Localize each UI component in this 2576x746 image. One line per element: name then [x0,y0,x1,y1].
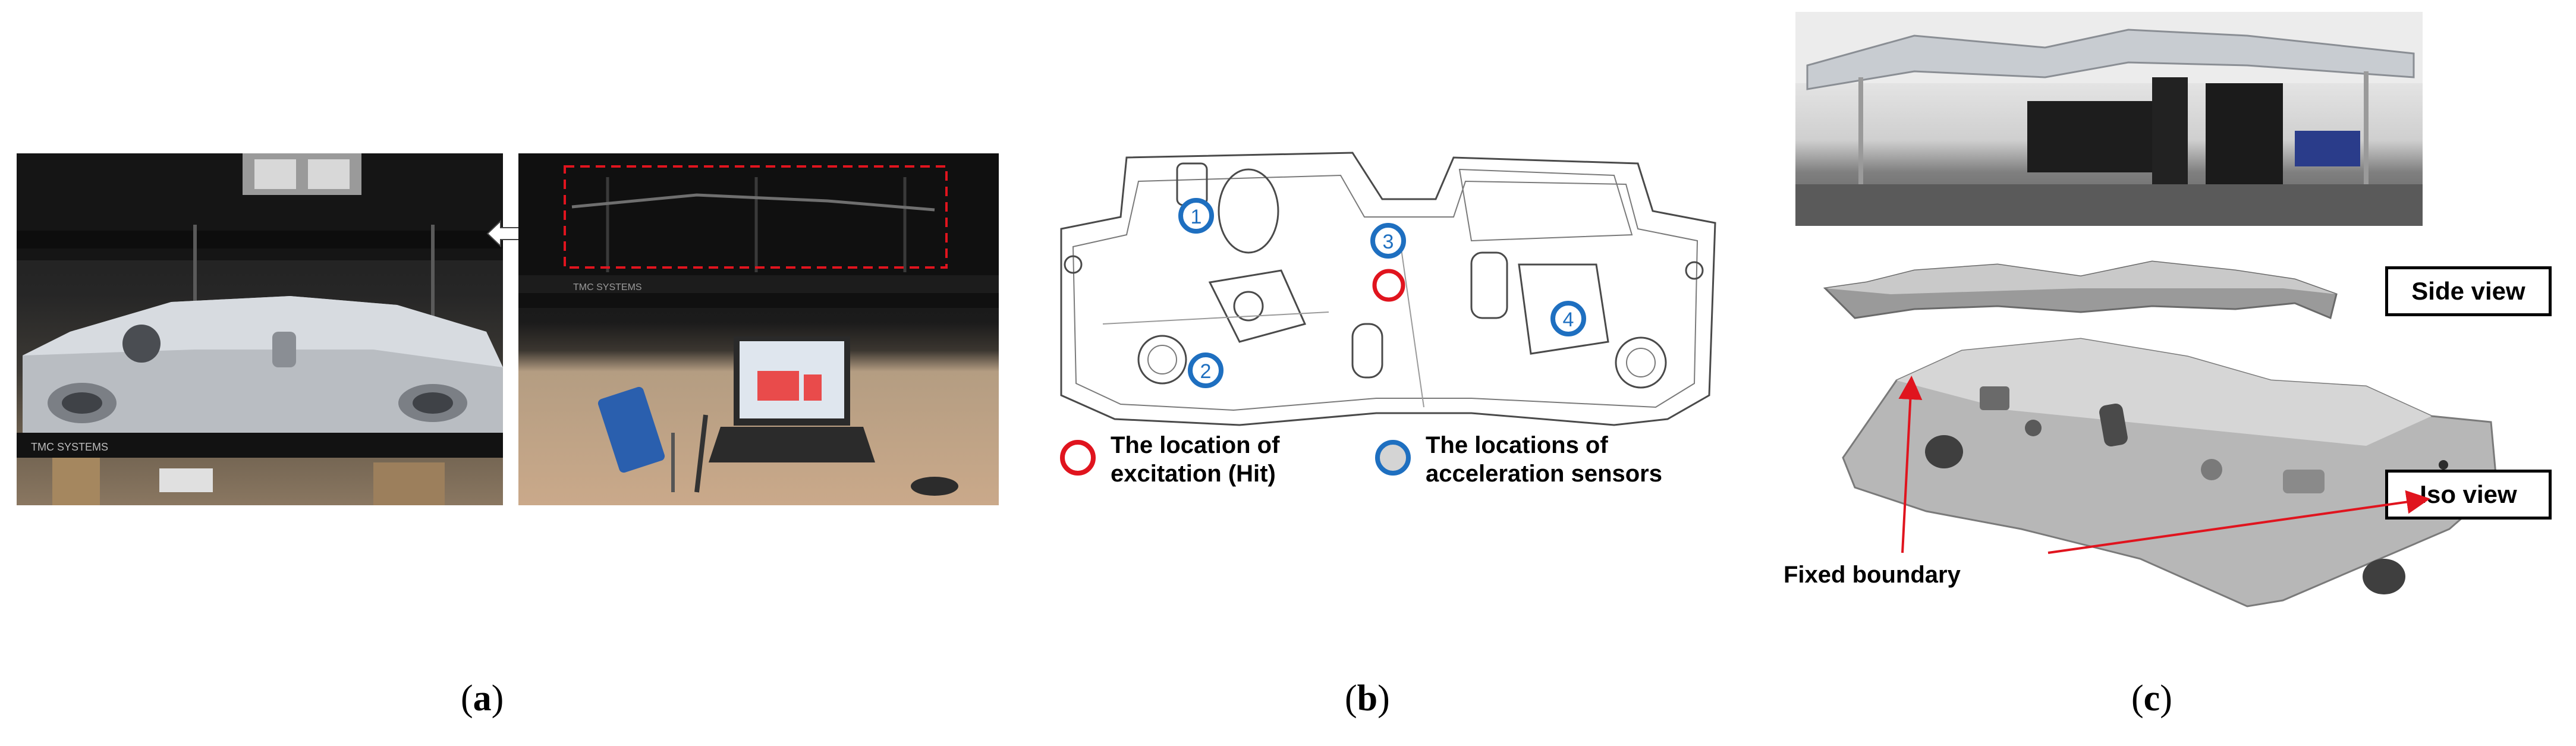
caption-a: (a) [461,678,504,719]
iso-view-model [1842,338,2498,607]
excitation-point-marker [1372,269,1405,302]
sensor-marker-1: 1 [1178,198,1214,234]
side-view-label: Side view [2385,266,2552,316]
photo-fixed-mount [1795,12,2423,226]
setup-brand-label: TMC SYSTEMS [573,282,642,292]
svg-text:1: 1 [1191,206,1202,228]
caption-b: (b) [1345,678,1390,719]
fixture-brand-label: TMC SYSTEMS [31,441,108,453]
side-view-model [1823,260,2338,320]
photo-fixed-mount-drawing [1795,12,2423,226]
photo-test-fixture: TMC SYSTEMS [17,153,503,505]
svg-text:4: 4 [1563,309,1574,331]
sensor-legend-icon [1375,440,1411,476]
excitation-legend-label: The location of excitation (Hit) [1111,432,1280,487]
fixed-boundary-label: Fixed boundary [1784,562,1961,588]
fixed-boundary-arrows [1898,376,2430,554]
photo-measurement-setup: TMC SYSTEMS [518,153,999,505]
sensor-marker-3: 3 [1370,223,1406,259]
iso-view-label: Iso view [2385,470,2552,520]
photo-measurement-setup-drawing: TMC SYSTEMS [518,153,999,496]
svg-text:3: 3 [1383,231,1394,253]
caption-c: (c) [2131,678,2172,719]
photo-test-fixture-drawing: TMC SYSTEMS [17,153,503,505]
highlight-box [564,165,948,269]
sensor-marker-4: 4 [1550,301,1586,336]
sensor-marker-2: 2 [1188,352,1223,388]
panel-outline [1060,152,1716,426]
arrow-to-left-boundary [1898,376,1923,553]
sensor-legend-label: The locations of acceleration sensors [1426,432,1662,487]
arrow-to-right-boundary [2047,490,2430,554]
excitation-legend-icon [1060,440,1096,476]
sensor-layout-diagram: 1 2 3 4 [1060,152,1716,426]
svg-text:2: 2 [1200,360,1212,383]
